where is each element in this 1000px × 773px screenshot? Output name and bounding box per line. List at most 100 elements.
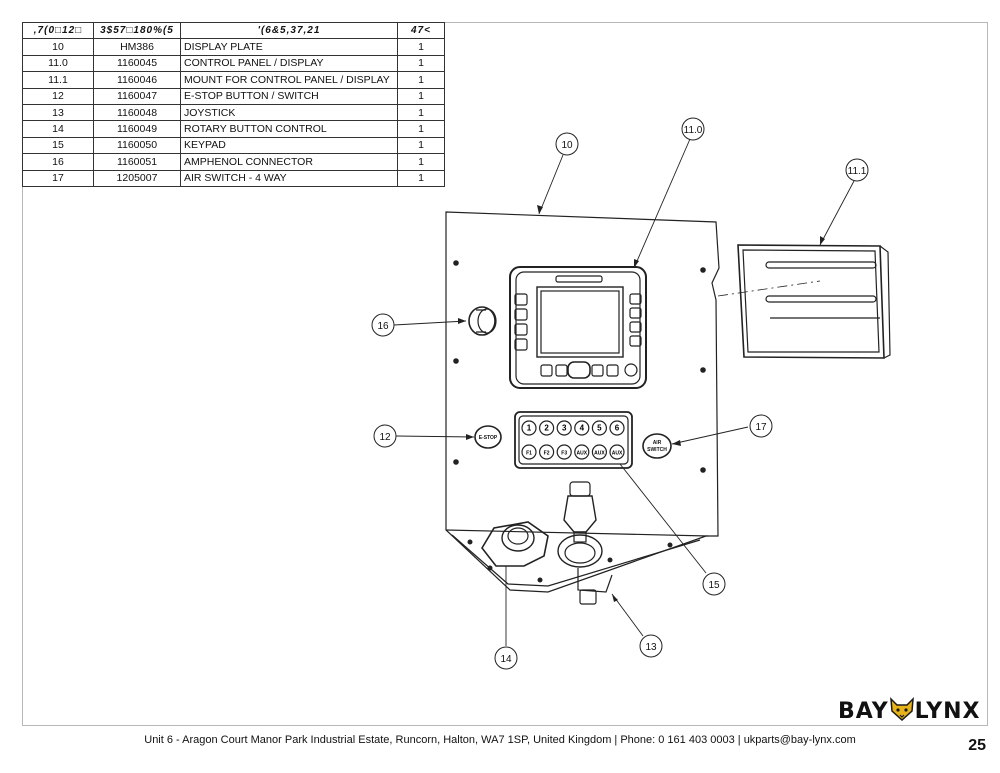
rotary-control <box>481 521 549 567</box>
leader-arrowhead <box>612 594 618 602</box>
leader-arrowhead <box>466 434 474 440</box>
joystick <box>557 481 613 605</box>
keypad-key-label: AUX <box>577 451 588 457</box>
keypad-key-label: AUX <box>612 451 623 457</box>
callout-13: 13 <box>639 634 663 658</box>
keypad <box>514 411 633 469</box>
row-description: KEYPAD <box>180 136 398 155</box>
leader-arrowhead <box>458 318 466 324</box>
keypad-key: 6 <box>609 420 625 436</box>
leader-arrowhead <box>537 205 543 214</box>
logo-text-bay: BAY <box>838 699 889 724</box>
mounting-hole <box>537 577 543 583</box>
row-description: AIR SWITCH - 4 WAY <box>180 169 398 187</box>
leader-line <box>395 435 475 438</box>
callout-15: 15 <box>702 572 726 596</box>
mounting-hole <box>700 367 706 373</box>
svg-text:16: 16 <box>377 321 389 332</box>
air-switch <box>642 433 672 459</box>
mounting-hole <box>467 539 473 545</box>
row-part-number: HM386 <box>93 38 181 56</box>
svg-text:14: 14 <box>500 654 512 665</box>
bay-lynx-logo: BAY LYNX <box>838 697 981 727</box>
leader-line <box>611 593 644 637</box>
logo-text-lynx: LYNX <box>914 699 981 724</box>
row-part-number: 1160048 <box>93 103 181 122</box>
leader-line <box>393 320 467 326</box>
leader-line <box>619 463 707 574</box>
mounting-hole <box>667 542 673 548</box>
control-panel-display <box>509 266 647 389</box>
keypad-key-label: F2 <box>544 451 550 457</box>
row-part-number: 1160051 <box>93 153 181 171</box>
keypad-key-label: 3 <box>562 424 567 433</box>
row-part-number: 1160047 <box>93 87 181 105</box>
callout-11-0: 11.0 <box>681 117 705 141</box>
keypad-key: AUX <box>609 444 625 460</box>
keypad-key-label: 4 <box>580 424 585 433</box>
keypad-key: 3 <box>556 420 572 436</box>
keypad-key: F1 <box>521 444 537 460</box>
amphenol-connector <box>468 306 497 336</box>
callout-17: 17 <box>749 414 773 438</box>
keypad-key-label: 1 <box>527 424 532 433</box>
row-description: MOUNT FOR CONTROL PANEL / DISPLAY <box>180 71 398 89</box>
leader-line <box>538 154 564 215</box>
leader-line <box>633 138 691 269</box>
svg-text:10: 10 <box>561 140 573 151</box>
leader-arrowhead <box>672 440 681 446</box>
row-part-number: 1205007 <box>93 169 181 187</box>
callout-16: 16 <box>371 313 395 337</box>
mounting-hole <box>453 260 459 266</box>
mounting-hole <box>700 267 706 273</box>
keypad-key: 5 <box>591 420 608 436</box>
mounting-hole <box>453 459 459 465</box>
mounting-hole <box>453 358 459 364</box>
callout-10: 10 <box>555 132 579 156</box>
leader-line <box>819 180 855 246</box>
callout-14: 14 <box>494 646 518 670</box>
leader-arrowhead <box>634 259 639 268</box>
display-plate-bend <box>445 529 709 537</box>
keypad-key-label: 6 <box>615 424 620 433</box>
keypad-key-label: F1 <box>526 451 532 457</box>
svg-text:15: 15 <box>708 580 720 591</box>
svg-text:12: 12 <box>379 432 391 443</box>
parts-table-header: ,7(0□12□ 3$57□180%(5 '(6&5,37,21 47< <box>22 21 445 40</box>
keypad-key-label: 2 <box>544 424 549 433</box>
callout-11-1: 11.1 <box>845 158 869 182</box>
page-number: 25 <box>968 737 986 754</box>
drawing-frame <box>22 22 988 726</box>
control-panel-mount <box>737 244 891 359</box>
keypad-key: F2 <box>538 444 555 460</box>
svg-text:17: 17 <box>755 422 767 433</box>
keypad-key: 4 <box>574 420 590 436</box>
leader-line <box>671 426 749 445</box>
row-item-no: 11.1 <box>22 71 94 89</box>
row-description: DISPLAY PLATE <box>180 38 398 56</box>
keypad-key: F3 <box>556 444 572 460</box>
svg-text:11.0: 11.0 <box>684 125 703 136</box>
keypad-key-label: 5 <box>597 424 602 433</box>
keypad-key-label: AUX <box>594 451 605 457</box>
air-switch-label-bottom: SWITCH <box>647 447 667 453</box>
keypad-key: AUX <box>574 444 590 460</box>
keypad-key-label: F3 <box>561 451 567 457</box>
keypad-key: AUX <box>591 444 608 460</box>
svg-text:11.1: 11.1 <box>848 166 867 177</box>
row-description: E-STOP BUTTON / SWITCH <box>180 87 398 105</box>
mounting-hole <box>607 557 613 563</box>
mount-alignment-line <box>717 280 821 297</box>
row-qty: 1 <box>397 169 445 187</box>
e-stop-label: E-STOP <box>479 435 498 441</box>
keypad-key: 2 <box>538 420 555 436</box>
display-plate-lower-edge <box>451 534 701 587</box>
